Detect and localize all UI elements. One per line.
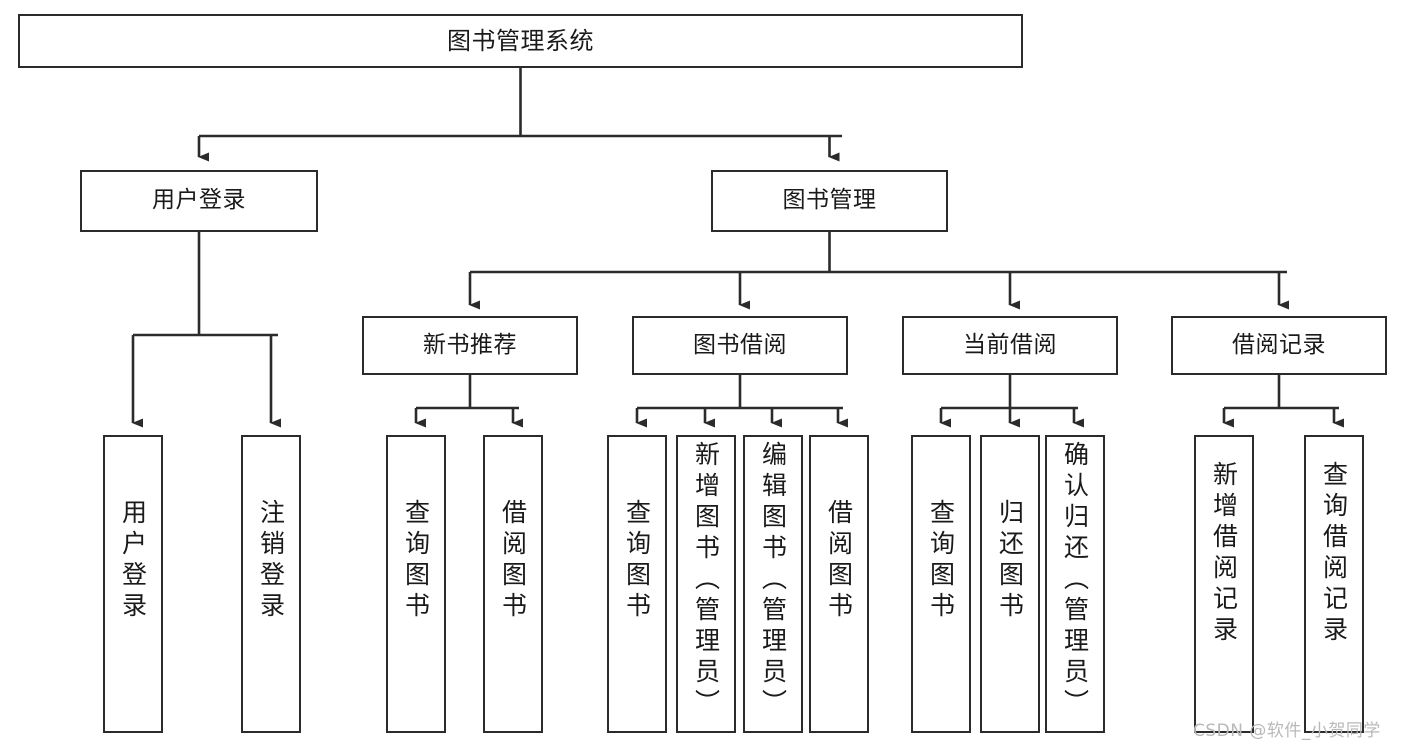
node-leaf-query-book-recommend[interactable]: 查询图书: [386, 435, 446, 733]
csdn-watermark: CSDN @软件_小贺同学: [1193, 721, 1381, 741]
node-label: 图书借阅: [693, 331, 787, 358]
node-label: 归还图书: [995, 499, 1025, 623]
node-leaf-borrow-book-recommend[interactable]: 借阅图书: [483, 435, 543, 733]
node-leaf-confirm-return-admin[interactable]: 确认归还（管理员）: [1045, 435, 1105, 733]
node-leaf-logout-login[interactable]: 注销登录: [241, 435, 301, 733]
node-label: 查询图书: [401, 499, 431, 623]
node-leaf-query-borrow-record[interactable]: 查询借阅记录: [1304, 435, 1364, 733]
node-book-borrow[interactable]: 图书借阅: [632, 316, 848, 375]
node-label: 查询图书: [926, 499, 956, 623]
node-label: 查询借阅记录: [1319, 461, 1349, 647]
node-leaf-user-login[interactable]: 用户登录: [103, 435, 163, 733]
node-label: 借阅图书: [824, 499, 854, 623]
node-leaf-borrow-book-borrow[interactable]: 借阅图书: [809, 435, 869, 733]
node-new-book-recommend[interactable]: 新书推荐: [362, 316, 578, 375]
node-leaf-add-borrow-record[interactable]: 新增借阅记录: [1194, 435, 1254, 733]
node-leaf-add-book-admin[interactable]: 新增图书（管理员）: [676, 435, 736, 733]
node-label: 图书管理系统: [447, 26, 594, 55]
node-label: 编辑图书（管理员）: [758, 441, 788, 720]
node-label: 图书管理: [782, 187, 877, 214]
node-user-login[interactable]: 用户登录: [80, 170, 318, 232]
node-label: 新增图书（管理员）: [691, 441, 721, 720]
node-leaf-query-book-current[interactable]: 查询图书: [911, 435, 971, 733]
node-book-manage[interactable]: 图书管理: [711, 170, 948, 232]
node-label: 当前借阅: [963, 331, 1057, 358]
node-label: 查询图书: [622, 499, 652, 623]
node-label: 用户登录: [152, 187, 246, 214]
node-current-borrow[interactable]: 当前借阅: [902, 316, 1118, 375]
node-label: 借阅图书: [498, 499, 528, 623]
node-leaf-query-book-borrow[interactable]: 查询图书: [607, 435, 667, 733]
node-label: 用户登录: [118, 499, 148, 623]
node-label: 新增借阅记录: [1209, 461, 1239, 647]
node-root-book-management-system[interactable]: 图书管理系统: [18, 14, 1023, 68]
node-label: 新书推荐: [423, 331, 517, 358]
node-label: 借阅记录: [1232, 331, 1326, 358]
node-label: 确认归还（管理员）: [1060, 441, 1090, 720]
node-leaf-edit-book-admin[interactable]: 编辑图书（管理员）: [743, 435, 803, 733]
node-label: 注销登录: [256, 499, 286, 623]
node-borrow-record[interactable]: 借阅记录: [1171, 316, 1387, 375]
node-leaf-return-book[interactable]: 归还图书: [980, 435, 1040, 733]
